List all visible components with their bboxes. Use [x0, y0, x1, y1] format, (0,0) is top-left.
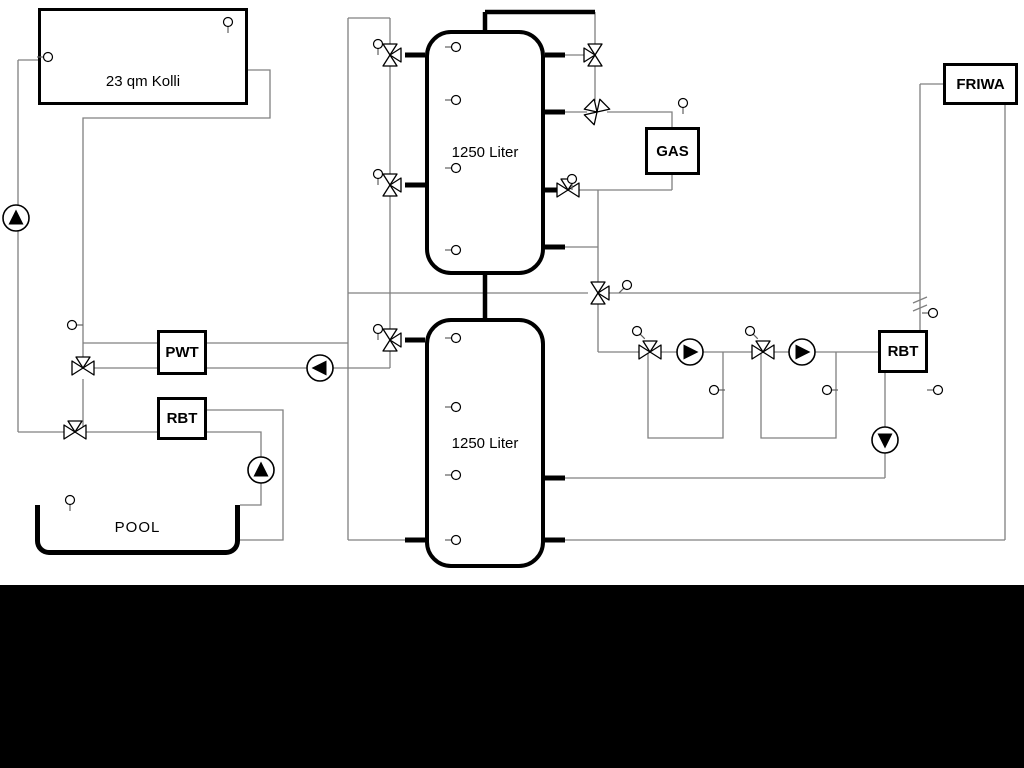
tank-top-label: 1250 Liter — [451, 144, 519, 161]
rbt-right-label: RBT — [887, 343, 919, 360]
pool-label: POOL — [114, 519, 161, 536]
gas-label: GAS — [656, 142, 689, 160]
friwa-box: FRIWA — [943, 63, 1018, 105]
solar-collector-box: 23 qm Kolli — [38, 8, 248, 105]
buffer-tank-bottom: 1250 Liter — [425, 318, 545, 568]
rbt-left-label: RBT — [166, 410, 198, 427]
bottom-black-region — [0, 585, 1024, 768]
friwa-label: FRIWA — [956, 75, 1005, 93]
gas-boiler-box: GAS — [645, 127, 700, 175]
pwt-heat-exchanger-box: PWT — [157, 330, 207, 375]
buffer-tank-top: 1250 Liter — [425, 30, 545, 275]
rbt-left-box: RBT — [157, 397, 207, 440]
pwt-label: PWT — [165, 344, 199, 361]
pool-shape: POOL — [35, 505, 240, 555]
rbt-right-box: RBT — [878, 330, 928, 373]
collector-label: 23 qm Kolli — [105, 73, 181, 90]
pipe-network — [17, 9, 1006, 543]
tank-bottom-label: 1250 Liter — [451, 434, 519, 452]
